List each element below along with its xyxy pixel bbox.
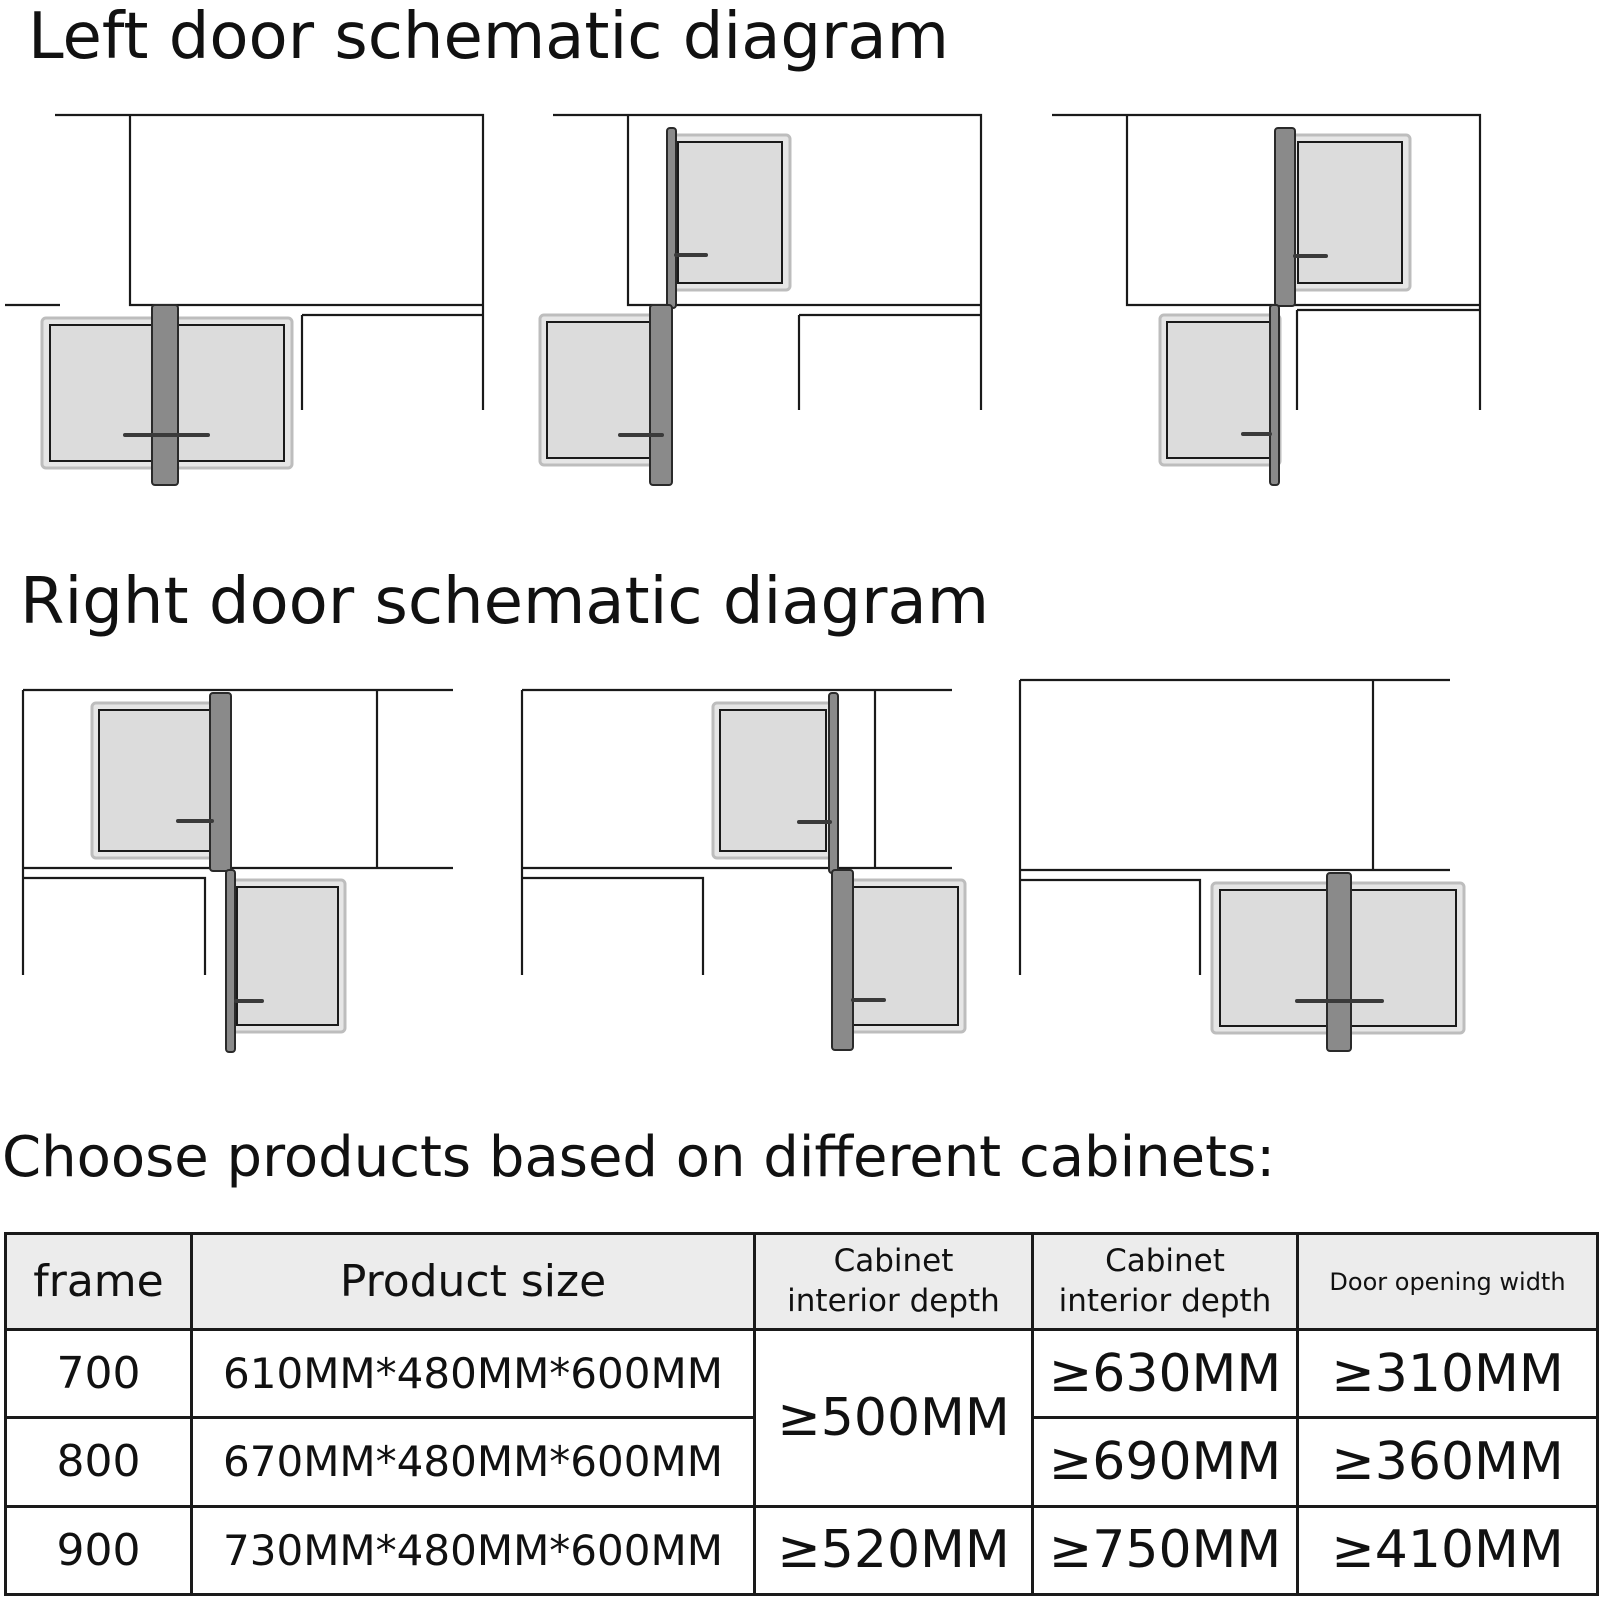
cell-door-opening-width: ≥360MM xyxy=(1296,1416,1599,1508)
cell-cabinet-depth-1: ≥520MM xyxy=(753,1504,1034,1597)
left-door-diagram-2 xyxy=(538,113,983,486)
table-header-row: frame Product size Cabinet interior dept… xyxy=(4,1232,1599,1331)
choose-products-heading: Choose products based on different cabin… xyxy=(2,1125,1276,1190)
left-door-diagram-1 xyxy=(5,113,485,486)
product-size-table: frame Product size Cabinet interior dept… xyxy=(4,1232,1599,1597)
right-door-diagrams xyxy=(21,678,1466,1053)
header-product-size: Product size xyxy=(190,1232,756,1331)
cell-frame: 800 xyxy=(4,1416,193,1508)
table-row: 800 670MM*480MM*600MM ≥690MM ≥360MM xyxy=(4,1416,1599,1508)
left-door-diagram-3 xyxy=(1052,113,1482,486)
right-door-heading: Right door schematic diagram xyxy=(20,565,990,639)
header-frame: frame xyxy=(4,1232,193,1331)
table-row: 700 610MM*480MM*600MM ≥500MM ≥630MM ≥310… xyxy=(4,1327,1599,1508)
right-door-diagram-1 xyxy=(21,688,453,1053)
left-door-diagrams xyxy=(5,113,1482,486)
cell-frame: 900 xyxy=(4,1504,193,1597)
right-door-diagram-2 xyxy=(520,688,967,1051)
right-door-diagram-3 xyxy=(1018,678,1466,1052)
cell-door-opening-width: ≥410MM xyxy=(1296,1504,1599,1597)
table-row: 900 730MM*480MM*600MM ≥520MM ≥750MM ≥410… xyxy=(4,1504,1599,1597)
header-cabinet-depth-2-line1: Cabinet xyxy=(1105,1242,1225,1279)
cell-cabinet-depth-1: ≥500MM xyxy=(753,1328,1034,1508)
header-cabinet-depth-1-line1: Cabinet xyxy=(833,1242,954,1279)
cell-door-opening-width: ≥310MM xyxy=(1296,1327,1599,1420)
cell-frame: 700 xyxy=(4,1327,193,1420)
cell-cabinet-depth-2: ≥690MM xyxy=(1031,1416,1299,1508)
header-cabinet-depth-1-line2: interior depth xyxy=(787,1282,1000,1319)
cell-cabinet-depth-2: ≥630MM xyxy=(1031,1327,1299,1420)
header-cabinet-depth-2-line2: interior depth xyxy=(1058,1282,1272,1319)
header-door-opening-width: Door opening width xyxy=(1296,1232,1599,1331)
cell-cabinet-depth-2: ≥750MM xyxy=(1031,1504,1299,1597)
cell-product-size: 670MM*480MM*600MM xyxy=(190,1416,756,1508)
cell-product-size: 730MM*480MM*600MM xyxy=(190,1504,756,1597)
header-cabinet-depth-1: Cabinet interior depth xyxy=(753,1232,1034,1331)
left-door-heading: Left door schematic diagram xyxy=(28,0,949,74)
cell-product-size: 610MM*480MM*600MM xyxy=(190,1327,756,1420)
header-cabinet-depth-2: Cabinet interior depth xyxy=(1031,1232,1299,1331)
